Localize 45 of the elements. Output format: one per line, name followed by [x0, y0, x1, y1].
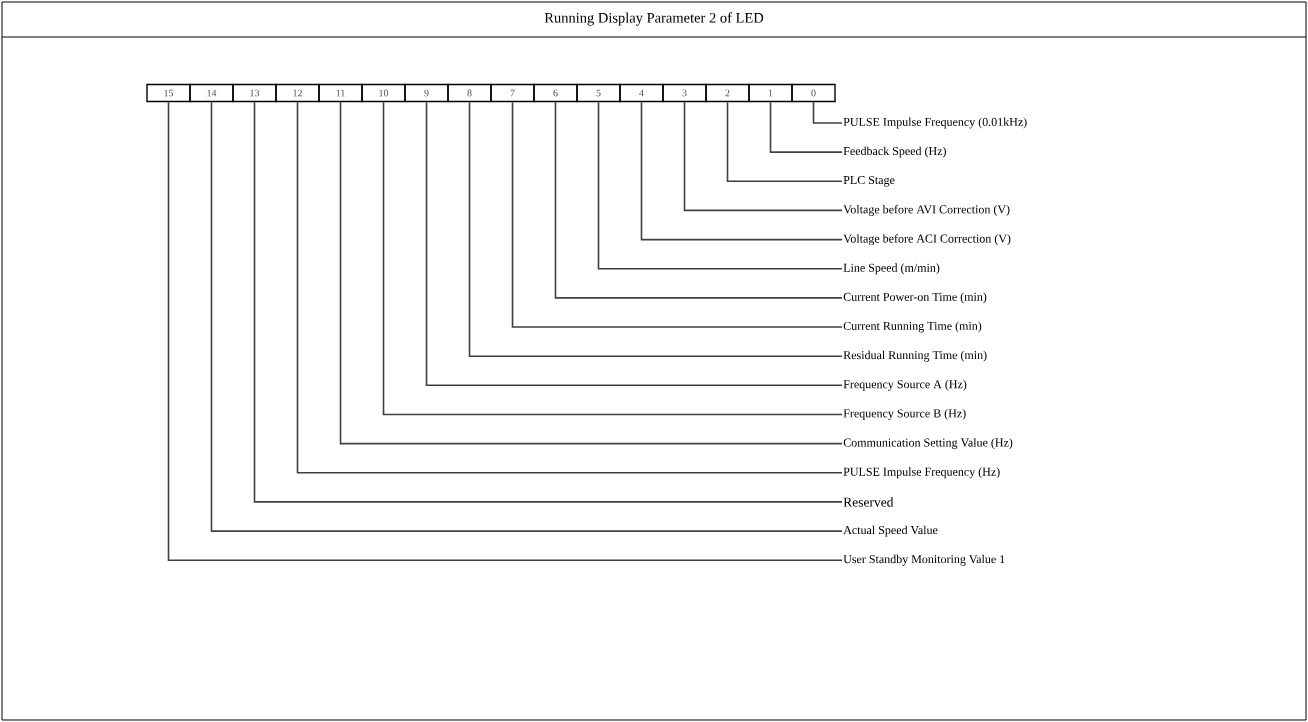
- bit-box: 14: [189, 83, 234, 103]
- title: Running Display Parameter 2 of LED: [544, 12, 764, 26]
- bit-box: 4: [619, 83, 664, 103]
- bit-box: 9: [404, 83, 449, 103]
- bit-description: Voltage before AVI Correction (V): [843, 204, 1010, 216]
- bit-box: 8: [447, 83, 492, 103]
- bit-description: Current Running Time (min): [843, 321, 982, 333]
- bit-box: 6: [533, 83, 578, 103]
- bit-description: Communication Setting Value (Hz): [843, 438, 1013, 450]
- bit-box: 1: [748, 83, 793, 103]
- bit-description: Line Speed (m/min): [843, 263, 940, 275]
- bit-box: 3: [662, 83, 707, 103]
- bit-description: Current Power-on Time (min): [843, 292, 987, 304]
- leader-line: [640, 101, 843, 241]
- bit-box: 2: [705, 83, 750, 103]
- bit-description: Frequency Source A (Hz): [843, 379, 967, 391]
- leader-line: [468, 101, 843, 357]
- leader-line: [382, 101, 843, 416]
- bit-box: 11: [318, 83, 363, 103]
- bit-box: 10: [361, 83, 406, 103]
- leader-line: [425, 101, 843, 387]
- leader-line: [683, 101, 843, 212]
- leader-line: [597, 101, 843, 270]
- bit-description: User Standby Monitoring Value 1: [843, 554, 1005, 566]
- bit-box: 0: [791, 83, 836, 103]
- bit-description: Actual Speed Value: [843, 525, 938, 537]
- bit-box: 7: [490, 83, 535, 103]
- leader-line: [511, 101, 843, 328]
- bit-box: 13: [232, 83, 277, 103]
- bit-description: Frequency Source B (Hz): [843, 409, 966, 420]
- leader-line: [339, 101, 843, 445]
- leader-line: [812, 101, 843, 124]
- leader-line: [769, 101, 843, 153]
- bit-description: PULSE Impulse Frequency (Hz): [843, 467, 1000, 479]
- bit-box: 5: [576, 83, 621, 103]
- leader-line: [726, 101, 843, 183]
- bit-description: PULSE Impulse Frequency (0.01kHz): [843, 117, 1027, 129]
- bit-description: Reserved: [843, 497, 894, 507]
- leader-line: [554, 101, 843, 299]
- bit-description: Residual Running Time (min): [843, 350, 987, 362]
- bit-box: 12: [275, 83, 320, 103]
- bit-description: PLC Stage: [843, 176, 895, 187]
- bit-box: 15: [146, 83, 191, 103]
- bit-description: Voltage before ACI Correction (V): [843, 234, 1011, 246]
- bit-description: Feedback Speed (Hz): [843, 146, 946, 158]
